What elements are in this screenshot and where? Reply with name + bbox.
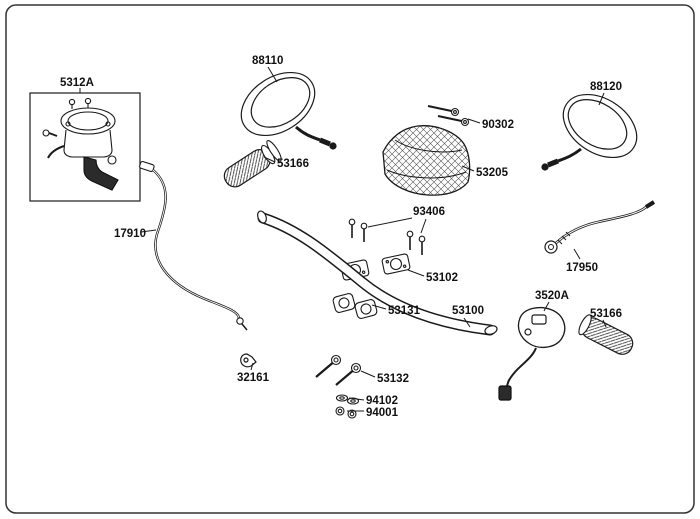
part-label-53166-left: 53166 xyxy=(277,158,309,170)
part-clamp-32161 xyxy=(240,353,257,368)
part-handlebar-cover xyxy=(382,125,471,196)
part-throttle-assembly xyxy=(29,92,141,202)
part-label-53205: 53205 xyxy=(476,167,509,179)
part-label-53100: 53100 xyxy=(452,305,484,317)
part-mirror-left xyxy=(240,71,337,150)
part-nuts-94001 xyxy=(335,406,357,419)
part-bolts-53132 xyxy=(315,354,362,386)
part-grip-right xyxy=(578,314,634,355)
part-label-3520A: 3520A xyxy=(535,290,569,302)
part-label-88110: 88110 xyxy=(252,55,283,67)
part-mirror-right xyxy=(541,93,638,171)
part-label-53131: 53131 xyxy=(388,305,421,317)
part-label-53166-right: 53166 xyxy=(590,308,622,320)
part-label-93406: 93406 xyxy=(413,206,445,218)
diagram-border xyxy=(5,4,695,514)
part-screws-90302 xyxy=(427,105,470,127)
part-cable-17910 xyxy=(139,160,248,331)
part-cable-17950 xyxy=(544,200,656,254)
part-label-88120: 88120 xyxy=(590,81,622,93)
part-screws-93406 xyxy=(348,218,426,255)
part-label-53102: 53102 xyxy=(426,272,458,284)
part-switch-assembly xyxy=(498,307,566,401)
part-clamps-53131 xyxy=(332,293,378,319)
part-grip-left xyxy=(223,139,282,188)
part-label-32161: 32161 xyxy=(237,372,270,384)
leader-lines xyxy=(79,66,607,412)
part-handlebar xyxy=(257,210,498,336)
part-label-94102: 94102 xyxy=(366,395,398,407)
part-washers-94102 xyxy=(335,394,360,405)
part-label-90302: 90302 xyxy=(482,119,514,131)
part-label-17910: 17910 xyxy=(114,228,146,240)
part-label-5312A: 5312A xyxy=(60,77,94,89)
part-label-17950: 17950 xyxy=(566,262,598,274)
part-label-53132: 53132 xyxy=(377,373,409,385)
part-label-94001: 94001 xyxy=(366,407,399,419)
